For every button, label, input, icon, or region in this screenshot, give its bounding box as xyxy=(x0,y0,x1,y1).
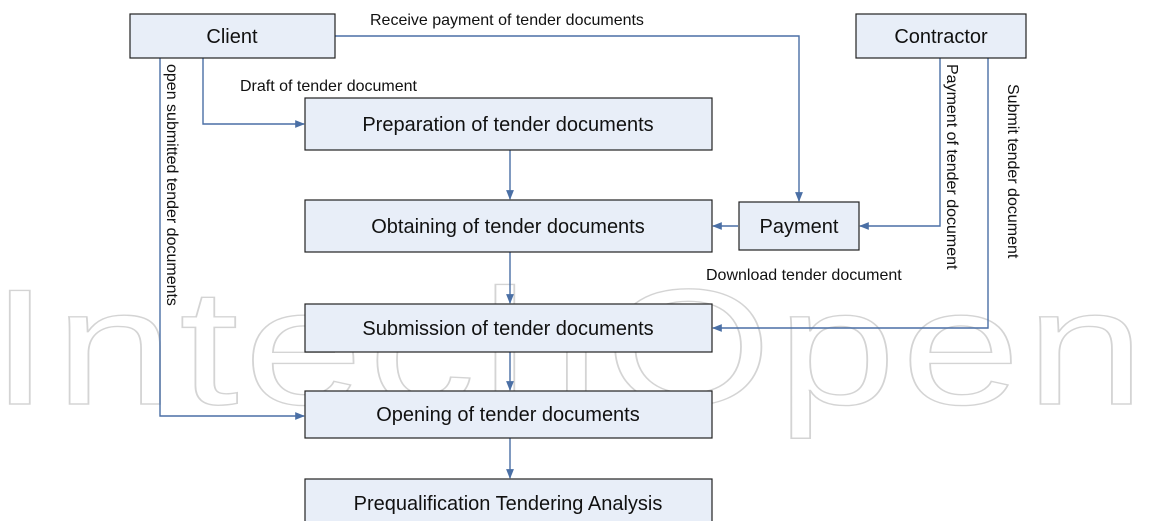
client-label: Client xyxy=(206,26,258,48)
client-box: Client xyxy=(129,13,336,59)
submission-label: Submission of tender documents xyxy=(362,318,653,340)
edge-contractor-to-payment xyxy=(859,58,941,230)
edge-contractor-to-submission xyxy=(712,58,989,332)
obtaining-label: Obtaining of tender documents xyxy=(371,216,645,238)
payment-label: Payment xyxy=(760,216,839,238)
receive-payment-label: Receive payment of tender documents xyxy=(370,12,644,29)
edge-client-to-opening xyxy=(159,58,305,420)
download-tender-label: Download tender document xyxy=(706,267,902,284)
edges xyxy=(159,35,989,479)
submit-tender-label: Submit tender document xyxy=(1004,84,1021,259)
opening-box: Opening of tender documents xyxy=(304,390,713,439)
payment-of-tender-label: Payment of tender document xyxy=(943,64,960,270)
edge-client-to-preparation xyxy=(202,58,305,128)
preparation-label: Preparation of tender documents xyxy=(362,114,653,136)
contractor-box: Contractor xyxy=(855,13,1027,59)
prequalification-box: Prequalification Tendering Analysis xyxy=(304,478,713,521)
payment-box: Payment xyxy=(738,201,860,251)
contractor-label: Contractor xyxy=(894,26,988,48)
opening-label: Opening of tender documents xyxy=(376,404,640,426)
preparation-box: Preparation of tender documents xyxy=(304,97,713,151)
submission-box: Submission of tender documents xyxy=(304,303,713,353)
prequalification-label: Prequalification Tendering Analysis xyxy=(354,493,663,515)
open-submitted-label: open submitted tender documents xyxy=(163,64,180,306)
edge-client-to-payment xyxy=(335,35,803,202)
draft-label: Draft of tender document xyxy=(240,78,418,95)
obtaining-box: Obtaining of tender documents xyxy=(304,199,713,253)
